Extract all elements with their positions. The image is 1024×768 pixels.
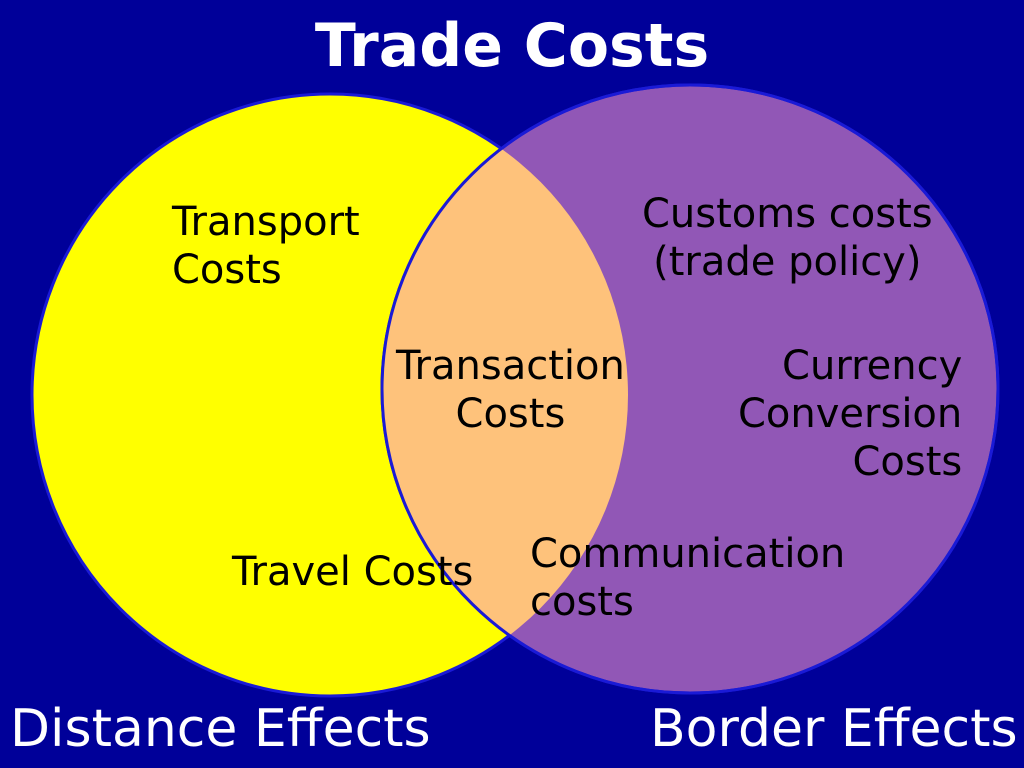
overlap-region xyxy=(382,94,628,693)
label-line: Customs costs xyxy=(642,191,933,237)
label-line: Transaction xyxy=(396,343,625,389)
label-line: costs xyxy=(530,579,634,625)
label-line: (trade policy) xyxy=(653,239,922,285)
label-line: Costs xyxy=(455,391,566,437)
label-line: Conversion xyxy=(738,391,963,437)
label-travel-costs: Travel Costs xyxy=(232,548,473,596)
label-line: Costs xyxy=(172,247,282,293)
page-title: Trade Costs xyxy=(314,11,710,81)
label-line: Communication xyxy=(530,531,846,577)
label-communication-costs: Communication costs xyxy=(530,530,845,626)
label-line: Currency xyxy=(782,343,963,389)
label-currency-conversion-costs: Currency Conversion Costs xyxy=(738,342,962,486)
caption-distance-effects: Distance Effects xyxy=(10,699,431,759)
label-transport-costs: Transport Costs xyxy=(172,198,360,294)
label-customs-costs: Customs costs (trade policy) xyxy=(642,190,933,286)
caption-border-effects: Border Effects xyxy=(650,699,1018,759)
circle-border-effects-outline xyxy=(380,83,1000,695)
label-line: Travel Costs xyxy=(232,549,474,595)
label-line: Transport xyxy=(172,199,360,245)
label-transaction-costs: Transaction Costs xyxy=(396,342,625,438)
label-line: Costs xyxy=(852,439,963,485)
